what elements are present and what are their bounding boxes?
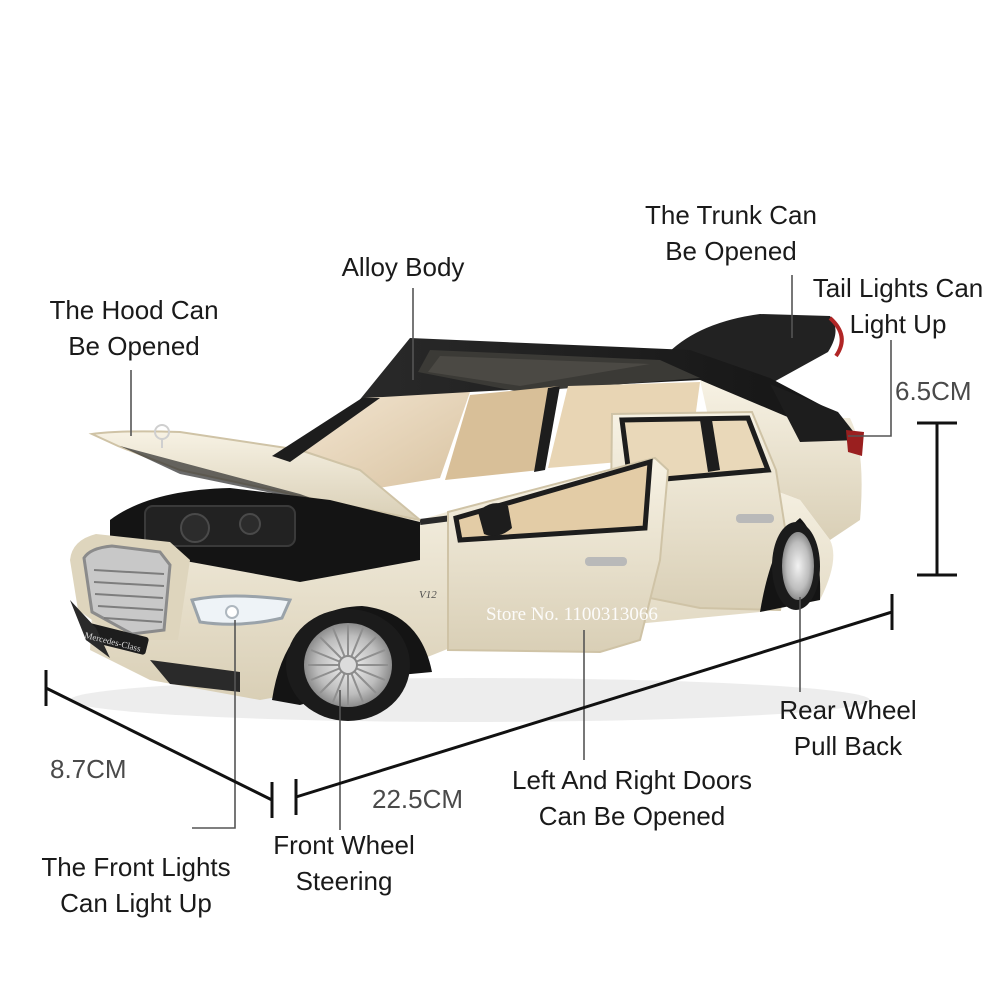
- label-trunk-line1: The Trunk Can: [645, 200, 817, 230]
- dimension-width: 8.7CM: [50, 754, 127, 784]
- label-front-lights-line1: The Front Lights: [41, 852, 231, 882]
- label-front-lights-line2: Can Light Up: [60, 888, 212, 918]
- label-tail-lights-line2: Light Up: [849, 309, 947, 339]
- label-rear-wheel-line1: Rear Wheel: [779, 695, 917, 725]
- label-front-wheel-line1: Front Wheel: [273, 830, 415, 860]
- label-rear-wheel: Rear Wheel Pull Back: [760, 692, 936, 764]
- label-doors: Left And Right Doors Can Be Opened: [482, 762, 782, 834]
- label-front-lights: The Front Lights Can Light Up: [18, 849, 254, 921]
- label-doors-line2: Can Be Opened: [538, 801, 726, 831]
- label-hood-line2: Be Opened: [68, 331, 200, 361]
- dimension-height: 6.5CM: [895, 376, 972, 406]
- label-doors-line1: Left And Right Doors: [512, 765, 752, 795]
- label-hood-line1: The Hood Can: [49, 295, 219, 325]
- label-hood: The Hood Can Be Opened: [30, 292, 238, 364]
- label-alloy-body: Alloy Body: [341, 252, 465, 282]
- label-trunk-line2: Be Opened: [665, 236, 797, 266]
- label-front-wheel-line2: Steering: [295, 866, 393, 896]
- store-watermark: Store No. 1100313066: [486, 604, 658, 625]
- label-trunk: The Trunk Can Be Opened: [620, 197, 842, 269]
- dimension-length: 22.5CM: [372, 784, 464, 814]
- car-badge: V12: [419, 589, 437, 601]
- label-front-wheel: Front Wheel Steering: [258, 827, 430, 899]
- label-tail-lights: Tail Lights Can Light Up: [796, 270, 1000, 342]
- label-rear-wheel-line2: Pull Back: [793, 731, 903, 761]
- label-tail-lights-line1: Tail Lights Can: [812, 273, 984, 303]
